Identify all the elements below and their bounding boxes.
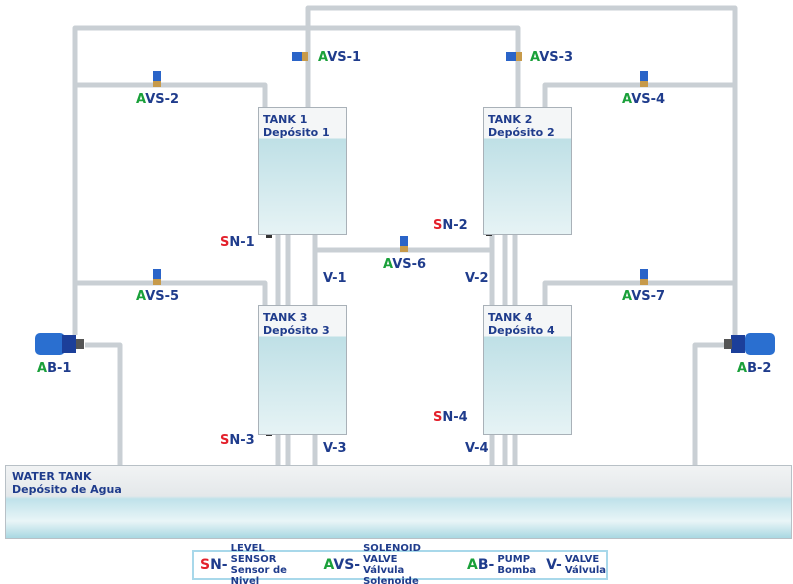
- level-sensor-icon: [266, 232, 272, 238]
- tank-label: TANK 4: [488, 311, 533, 324]
- solenoid-valve-icon: [506, 52, 522, 61]
- tank-label: TANK 3: [263, 311, 308, 324]
- label-v-2: V-2: [465, 271, 489, 286]
- label-avs-6: AVS-6: [383, 257, 427, 272]
- label-v-1: V-1: [323, 271, 347, 286]
- label-avs-5: AVS-5: [136, 289, 180, 304]
- label-ab-2: AB-2: [737, 361, 772, 376]
- water-tank-label-es: Depósito de Agua: [12, 483, 122, 496]
- label-v-3: V-3: [323, 441, 347, 456]
- pipe-avs2: [75, 82, 268, 107]
- pump-icons: [35, 333, 775, 355]
- solenoid-valve-icon: [153, 269, 161, 285]
- tank-label-es: Depósito 1: [263, 126, 330, 139]
- label-avs-1: AVS-1: [318, 50, 362, 65]
- solenoid-valve-icon: [400, 236, 408, 252]
- label-sn-4: SN-4: [433, 410, 468, 425]
- solenoid-valve-icon: [153, 71, 161, 87]
- pump-icon: [724, 333, 775, 355]
- pump-icon: [35, 333, 84, 355]
- tank-label: TANK 2: [488, 113, 533, 126]
- pipe-ab1-riser: [72, 25, 521, 335]
- label-sn-2: SN-2: [433, 218, 468, 233]
- pipe-ab2-out: [692, 342, 730, 465]
- tank-label-es: Depósito 2: [488, 126, 555, 139]
- solenoid-valve-icon: [292, 52, 308, 61]
- label-avs-2: AVS-2: [136, 92, 180, 107]
- label-v-4: V-4: [465, 441, 489, 456]
- tank-label-es: Depósito 4: [488, 324, 555, 337]
- label-avs-4: AVS-4: [622, 92, 666, 107]
- solenoid-valve-icon: [640, 269, 648, 285]
- pipe-ab1-out: [85, 342, 123, 465]
- label-ab-1: AB-1: [37, 361, 72, 376]
- label-avs-3: AVS-3: [530, 50, 574, 65]
- pipe-avs5: [75, 280, 268, 305]
- solenoid-valve-icons: [153, 52, 648, 285]
- label-sn-3: SN-3: [220, 433, 255, 448]
- water-tank-label: WATER TANK: [12, 470, 92, 483]
- label-sn-1: SN-1: [220, 235, 255, 250]
- label-avs-7: AVS-7: [622, 289, 666, 304]
- pipe-avs4: [542, 82, 735, 107]
- solenoid-valve-icon: [640, 71, 648, 87]
- tank-label: TANK 1: [263, 113, 308, 126]
- tank-label-es: Depósito 3: [263, 324, 330, 337]
- pipe-avs7: [542, 280, 735, 305]
